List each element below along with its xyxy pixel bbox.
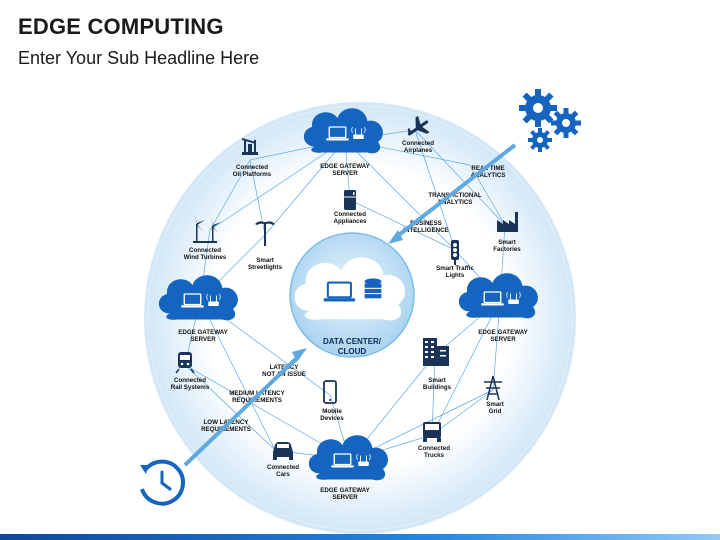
mobile-phone-icon	[323, 380, 337, 404]
label-mobile-1: Mobile	[322, 408, 342, 415]
data-center-label-2: CLOUD	[338, 347, 367, 356]
label-factories-2: Factories	[493, 246, 521, 253]
label-grid-2: Grid	[489, 408, 502, 415]
label-latency-medium-2: REQUIREMENTS	[232, 397, 282, 404]
data-center-label-1: DATA CENTER/	[323, 337, 382, 346]
label-buildings-1: Smart	[428, 377, 446, 384]
label-rail-1: Connected	[174, 377, 206, 384]
label-bi-2: INTELLIGENCE	[403, 227, 448, 234]
streetlight-icon	[255, 221, 275, 246]
page-subtitle: Enter Your Sub Headline Here	[18, 48, 260, 68]
gateway-bottom-label-2: SERVER	[332, 494, 358, 501]
oil-platform-icon	[242, 138, 258, 155]
building-icon	[423, 338, 449, 366]
label-appliances-2: Appliances	[333, 218, 367, 225]
label-wind-1: Connected	[189, 247, 221, 254]
traffic-light-icon	[451, 240, 459, 265]
data-center-cloud	[294, 257, 406, 321]
label-latency-none-2: NOT AN ISSUE	[262, 371, 306, 378]
page-title: EDGE COMPUTING	[18, 14, 224, 39]
airplane-icon	[407, 115, 430, 136]
label-bi-1: BUSINESS	[410, 220, 442, 227]
factory-icon	[497, 212, 518, 232]
gateway-top-label-1: EDGE GATEWAY	[320, 163, 370, 170]
label-oil-1: Connected	[236, 164, 268, 171]
wind-turbine-icon	[193, 214, 221, 243]
label-realtime-1: REAL TIME	[471, 165, 504, 172]
gears-icon	[519, 89, 581, 152]
label-latency-low-2: REQUIREMENTS	[201, 426, 251, 433]
appliance-icon	[344, 190, 356, 210]
footer-bar	[0, 534, 720, 540]
label-streetlights-2: Streetlights	[248, 264, 283, 271]
laptop-icon	[323, 281, 356, 302]
truck-icon	[423, 422, 441, 442]
label-airplanes-2: Airplanes	[404, 147, 433, 154]
database-icon	[364, 278, 382, 299]
label-mobile-2: Devices	[320, 415, 344, 422]
label-cars-2: Cars	[276, 471, 290, 478]
gateway-right-label-2: SERVER	[490, 336, 516, 343]
train-icon	[175, 352, 195, 374]
label-streetlights-1: Smart	[256, 257, 274, 264]
label-oil-2: Oil Platforms	[233, 171, 272, 178]
label-transactional-2: ANALYTICS	[438, 199, 473, 206]
label-rail-2: Rail Systems	[171, 384, 210, 391]
arrow-to-center	[388, 143, 517, 244]
arrow-from-clock	[183, 348, 307, 467]
label-trucks-1: Connected	[418, 445, 450, 452]
gateway-left-label-1: EDGE GATEWAY	[178, 329, 228, 336]
label-appliances-1: Connected	[334, 211, 366, 218]
label-wind-2: Wind Turbines	[184, 254, 227, 261]
gateway-bottom-label-1: EDGE GATEWAY	[320, 487, 370, 494]
gateway-top-label-2: SERVER	[332, 170, 358, 177]
label-cars-1: Connected	[267, 464, 299, 471]
label-traffic-2: Lights	[446, 272, 465, 279]
gateway-left-label-2: SERVER	[190, 336, 216, 343]
label-traffic-1: Smart Traffic	[436, 265, 474, 272]
label-transactional-1: TRANSACTIONAL	[428, 192, 481, 199]
clock-icon	[140, 459, 185, 506]
power-grid-icon	[484, 375, 502, 401]
car-icon	[273, 442, 293, 460]
label-grid-1: Smart	[486, 401, 504, 408]
label-realtime-2: ANALYTICS	[471, 172, 506, 179]
label-trucks-2: Trucks	[424, 452, 445, 459]
label-latency-low-1: LOW LATENCY	[204, 419, 250, 426]
gateway-right-label-1: EDGE GATEWAY	[478, 329, 528, 336]
label-airplanes-1: Connected	[402, 140, 434, 147]
label-buildings-2: Buildings	[423, 384, 452, 391]
label-factories-1: Smart	[498, 239, 516, 246]
